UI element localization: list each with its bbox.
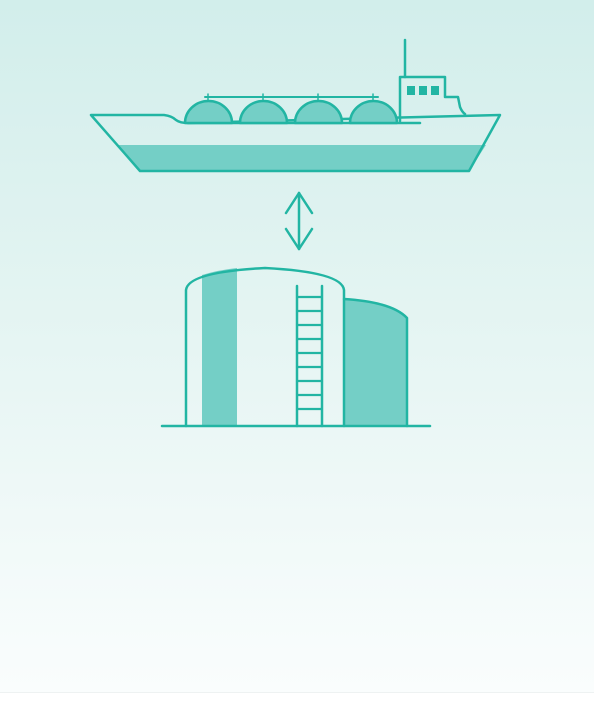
- bridge-window-2: [419, 86, 427, 95]
- bottom-strip: [0, 692, 594, 706]
- double-vertical-arrow-icon: [286, 193, 312, 249]
- ship-hull-waterline: [118, 145, 486, 171]
- bridge-window-3: [431, 86, 439, 95]
- lng-carrier-ship-icon: [91, 40, 500, 171]
- secondary-tank: [344, 299, 407, 426]
- cargo-dome-2: [240, 101, 287, 123]
- main-tank-stripe: [202, 268, 237, 426]
- cargo-dome-1: [185, 101, 232, 123]
- ship-bridge: [400, 77, 465, 121]
- bridge-window-1: [407, 86, 415, 95]
- cargo-dome-4: [350, 101, 397, 123]
- cargo-dome-3: [295, 101, 342, 123]
- ladder-rungs: [297, 297, 322, 409]
- storage-tank-icon: [162, 268, 430, 426]
